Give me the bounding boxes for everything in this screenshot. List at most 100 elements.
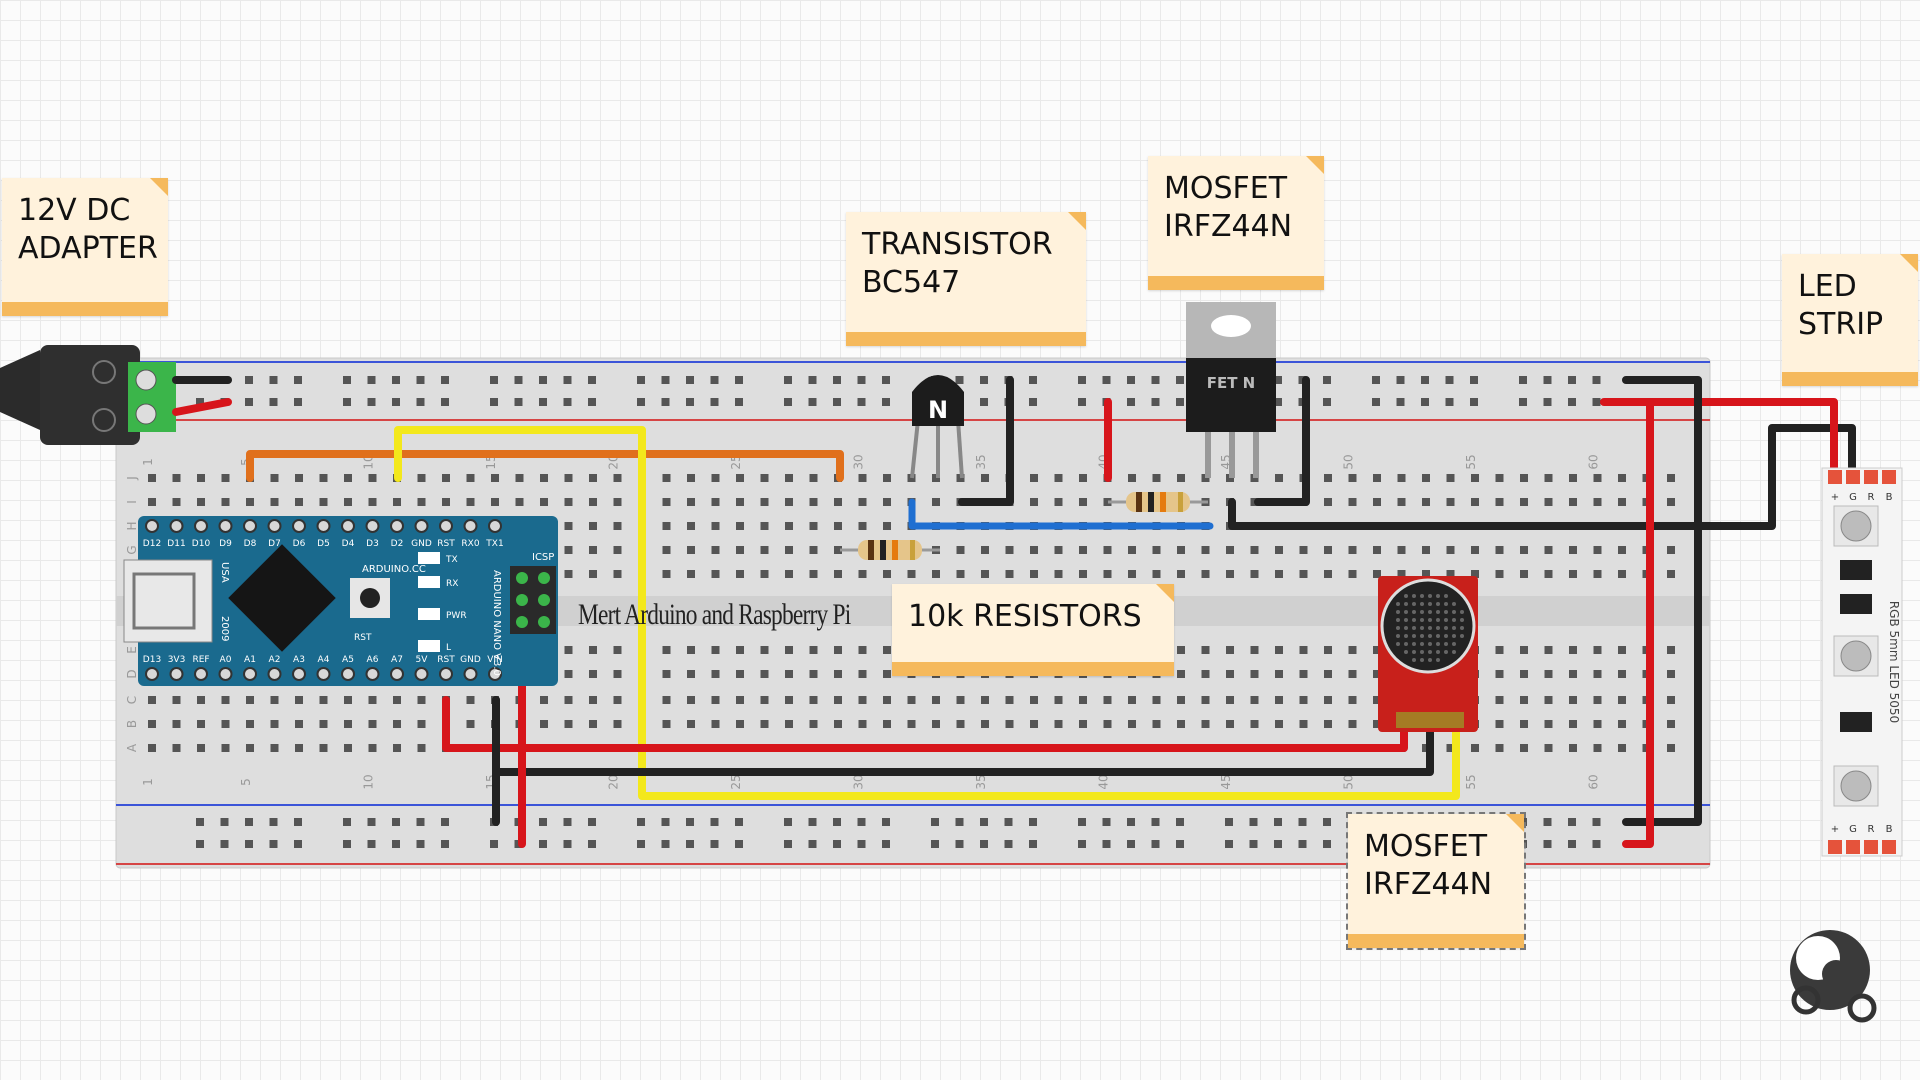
nano-pin-label-top: RX0 bbox=[461, 539, 479, 549]
breadboard-markings: 1155101015152020252530303535404045455050… bbox=[125, 454, 1601, 789]
wire-adapter-vcc bbox=[172, 398, 232, 416]
resistor-10k-1 bbox=[840, 540, 940, 560]
wire-black-transistor bbox=[958, 376, 1014, 506]
dc-jack bbox=[0, 345, 176, 445]
nano-pin-label-bottom: A6 bbox=[367, 655, 379, 665]
nano-pin-label-top: D9 bbox=[219, 539, 232, 549]
nano-pin-label-top: D12 bbox=[143, 539, 161, 549]
resistor-10k-2 bbox=[1108, 492, 1208, 512]
row-letter: J bbox=[125, 476, 139, 481]
label-mosfet-top-line2: IRFZ44N bbox=[1164, 209, 1293, 244]
nano-pin-label-bottom: RST bbox=[437, 655, 455, 665]
nano-led-label: L bbox=[446, 643, 451, 653]
nano-pin-label-bottom: GND bbox=[460, 655, 481, 665]
nano-pin-label-bottom: A5 bbox=[342, 655, 354, 665]
column-number: 60 bbox=[1587, 774, 1601, 789]
wire-red-rail-link bbox=[1622, 398, 1654, 848]
microphone-module bbox=[1378, 576, 1478, 732]
nano-pin-label-bottom: A4 bbox=[318, 655, 330, 665]
nano-usa: USA bbox=[219, 562, 230, 583]
label-led-strip-line2: STRIP bbox=[1798, 307, 1884, 342]
wire-yellow-signal bbox=[394, 426, 1460, 800]
column-number: 25 bbox=[729, 774, 743, 789]
column-number: 50 bbox=[1342, 454, 1356, 469]
row-letter: G bbox=[125, 545, 139, 554]
strip-pad-label: B bbox=[1886, 824, 1893, 835]
label-10k-resistors-line1: 10k RESISTORS bbox=[908, 599, 1142, 634]
label-mosfet-bottom: MOSFET IRFZ44N bbox=[1346, 812, 1526, 950]
usb-port-icon bbox=[123, 559, 213, 643]
label-mosfet-top: MOSFET IRFZ44N bbox=[1148, 156, 1324, 290]
column-number: 35 bbox=[974, 454, 988, 469]
label-transistor-line2: BC547 bbox=[862, 265, 961, 300]
nano-pin-label-top: D10 bbox=[192, 539, 211, 549]
wire-red-mic-vcc bbox=[442, 696, 1408, 752]
nano-model: ARDUINO NANO V3.0 bbox=[491, 570, 502, 676]
wire-orange bbox=[246, 450, 844, 482]
row-letter: B bbox=[125, 720, 139, 728]
wire-black-mosfet bbox=[1254, 376, 1310, 506]
column-number: 40 bbox=[1097, 774, 1111, 789]
wire-red-rail-right bbox=[1600, 398, 1838, 478]
label-transistor: TRANSISTOR BC547 bbox=[846, 212, 1086, 346]
label-12v-adapter-line1: 12V DC bbox=[18, 193, 131, 228]
nano-pin-label-bottom: A7 bbox=[391, 655, 403, 665]
nano-pin-label-top: D2 bbox=[391, 539, 404, 549]
column-number: 5 bbox=[239, 778, 253, 786]
column-number: 25 bbox=[729, 454, 743, 469]
nano-pin-label-top: D6 bbox=[293, 539, 306, 549]
row-letter: E bbox=[125, 646, 139, 654]
nano-pin-label-top: D11 bbox=[167, 539, 185, 549]
column-number: 1 bbox=[141, 778, 155, 786]
nano-pin-label-bottom: A2 bbox=[269, 655, 281, 665]
nano-pin-label-top: D5 bbox=[317, 539, 330, 549]
strip-pad-label: R bbox=[1868, 492, 1875, 503]
nano-pin-label-bottom: A1 bbox=[244, 655, 256, 665]
column-number: 30 bbox=[852, 774, 866, 789]
column-number: 10 bbox=[362, 774, 376, 789]
nano-pin-label-bottom: REF bbox=[192, 655, 209, 665]
strip-pad-label: + bbox=[1831, 824, 1839, 835]
row-letter: A bbox=[125, 743, 139, 752]
led-strip-text: RGB 5mm LED 5050 bbox=[1887, 601, 1901, 723]
mosfet-irfz44n: FET N bbox=[1186, 302, 1276, 478]
nano-pin-label-top: TX1 bbox=[485, 539, 503, 549]
label-mosfet-top-line1: MOSFET bbox=[1164, 171, 1288, 206]
nano-pin-label-bottom: D13 bbox=[143, 655, 161, 665]
column-number: 60 bbox=[1587, 454, 1601, 469]
nano-pin-label-bottom: A0 bbox=[220, 655, 232, 665]
strip-pad-label: + bbox=[1831, 492, 1839, 503]
column-number: 55 bbox=[1464, 774, 1478, 789]
nano-pin-label-top: D7 bbox=[268, 539, 281, 549]
label-12v-adapter: 12V DC ADAPTER bbox=[2, 178, 168, 316]
column-number: 35 bbox=[974, 774, 988, 789]
strip-pad-label: B bbox=[1886, 492, 1893, 503]
screw-terminal-icon bbox=[135, 369, 157, 391]
row-letter: I bbox=[125, 500, 139, 504]
column-number: 50 bbox=[1342, 774, 1356, 789]
label-12v-adapter-line2: ADAPTER bbox=[18, 231, 158, 266]
nano-pin-label-bottom: VIN bbox=[487, 655, 503, 665]
transistor-mark: N bbox=[928, 396, 948, 424]
column-number: 15 bbox=[484, 454, 498, 469]
nano-brand: ARDUINO.CC bbox=[362, 564, 426, 575]
nano-pin-label-top: D4 bbox=[342, 539, 355, 549]
microphone-icon bbox=[1380, 578, 1476, 674]
nano-pin-label-top: GND bbox=[411, 539, 432, 549]
strip-pad-label: R bbox=[1868, 824, 1875, 835]
brain-logo-icon bbox=[1790, 930, 1877, 1023]
label-10k-resistors: 10k RESISTORS bbox=[892, 584, 1174, 676]
label-led-strip-line1: LED bbox=[1798, 269, 1857, 304]
label-mosfet-bottom-line1: MOSFET bbox=[1364, 829, 1488, 864]
column-number: 20 bbox=[607, 454, 621, 469]
label-transistor-line1: TRANSISTOR bbox=[862, 227, 1053, 262]
nano-pin-label-top: RST bbox=[437, 539, 455, 549]
column-number: 1 bbox=[141, 458, 155, 466]
label-mosfet-bottom-line2: IRFZ44N bbox=[1364, 867, 1493, 902]
row-letter: H bbox=[125, 521, 139, 530]
screw-terminal-icon bbox=[135, 403, 157, 425]
watermark-text: Mert Arduino and Raspberry Pi bbox=[578, 598, 851, 631]
column-number: 45 bbox=[1219, 774, 1233, 789]
